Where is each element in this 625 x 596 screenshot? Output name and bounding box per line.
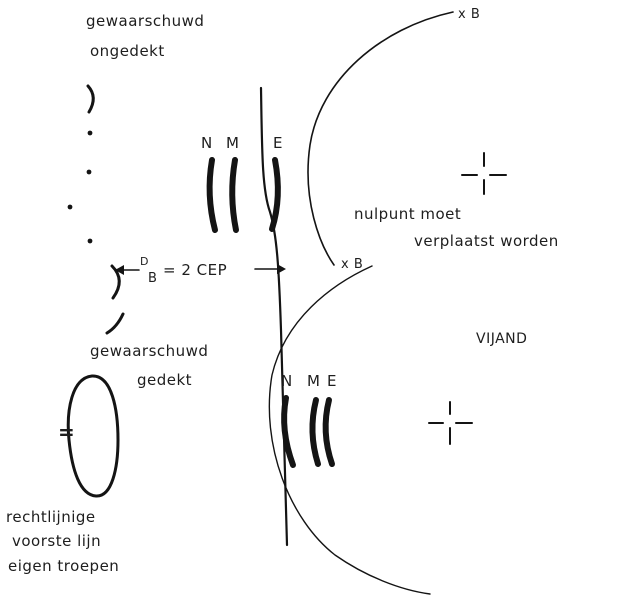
lower-line-m [309,397,321,467]
label-zero-point-line1: nulpunt moet [354,205,461,223]
upper-arc [307,11,454,266]
upper-group-label-e: E [273,134,283,152]
label-warned-unprotected-line2: ongedekt [90,42,165,60]
front-line [259,86,289,547]
lower-arc [268,265,431,595]
label-warned-unprotected-line1: gewaarschuwd [86,12,204,30]
left-boundary-dot-2 [86,169,92,175]
own-troops-outline [66,374,120,498]
left-boundary-middle-bracket [110,264,121,300]
left-boundary-dot-4 [87,238,93,244]
own-troops-double-line-mark: = [58,420,75,444]
crosshair-icon [461,152,507,195]
left-boundary-dot-3 [67,204,73,210]
distance-subscript: B [148,271,157,286]
label-straight-line-3: eigen troepen [8,557,119,575]
left-boundary-dot-1 [87,130,93,136]
label-straight-line-2: voorste lijn [12,532,101,550]
upper-group-label-n: N [201,134,213,152]
lower-line-e [322,397,335,467]
crosshair-icon [428,401,473,445]
label-zero-point-line2: verplaatst worden [414,232,559,250]
distance-arrow-left-head [115,265,124,275]
upper-line-n [206,157,218,233]
lower-group-label-n: N [281,372,293,390]
upper-group-label-m: M [226,134,239,152]
lower-line-n [281,395,296,468]
upper-line-m [229,157,239,233]
distance-value: = 2 CEP [163,261,227,279]
label-xb-mid: x B [341,257,363,272]
lower-group-label-e: E [327,372,337,390]
label-enemy: VIJAND [476,331,527,347]
label-warned-protected-line1: gewaarschuwd [90,342,208,360]
left-boundary-upper-bracket [86,84,95,114]
label-warned-protected-line2: gedekt [137,371,192,389]
label-xb-top: x B [458,7,480,22]
distance-symbol: D [140,255,149,268]
left-boundary-lower-bracket [105,312,125,335]
label-straight-line-1: rechtlijnige [6,508,96,526]
lower-group-label-m: M [307,372,320,390]
